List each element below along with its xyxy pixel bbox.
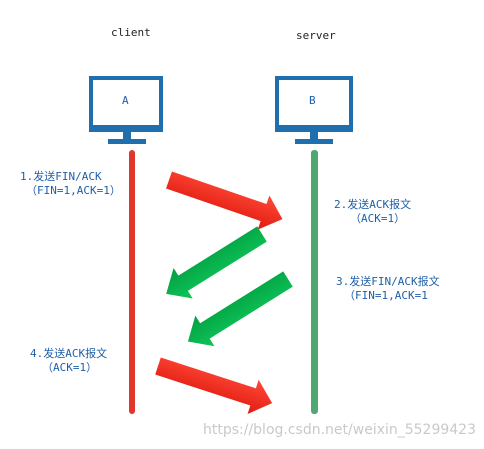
step-1-line2: （FIN=1,ACK=1） (26, 184, 121, 197)
arrow-fin-ack-server-to-client (187, 271, 293, 347)
step-1-label: 1.发送FIN/ACK （FIN=1,ACK=1） (20, 170, 121, 198)
step-4-label: 4.发送ACK报文 （ACK=1） (30, 347, 107, 375)
step-3-line2: （FIN=1,ACK=1 (344, 289, 428, 302)
step-4-line1: 4.发送ACK报文 (30, 347, 108, 360)
step-2-line1: 2.发送ACK报文 (334, 198, 412, 211)
step-3-line1: 3.发送FIN/ACK报文 (336, 275, 440, 288)
server-monitor-icon (275, 76, 353, 144)
client-lifeline (129, 150, 135, 414)
server-screen-label: B (309, 94, 316, 107)
step-3-label: 3.发送FIN/ACK报文 （FIN=1,ACK=1 (336, 275, 440, 303)
arrow-ack-server-to-client (166, 226, 267, 299)
step-2-label: 2.发送ACK报文 （ACK=1） (334, 198, 411, 226)
server-lifeline (311, 150, 318, 414)
arrow-fin-ack-client-to-server (166, 171, 283, 230)
arrow-ack-client-to-server (155, 357, 273, 415)
server-title: server (296, 29, 336, 42)
client-monitor-icon (89, 76, 163, 144)
watermark: https://blog.csdn.net/weixin_55299423 (202, 422, 476, 438)
step-4-line2: （ACK=1） (42, 361, 98, 374)
client-title: client (111, 26, 151, 39)
step-2-line2: （ACK=1） (350, 212, 406, 225)
step-1-line1: 1.发送FIN/ACK (20, 170, 102, 183)
client-screen-label: A (122, 94, 129, 107)
